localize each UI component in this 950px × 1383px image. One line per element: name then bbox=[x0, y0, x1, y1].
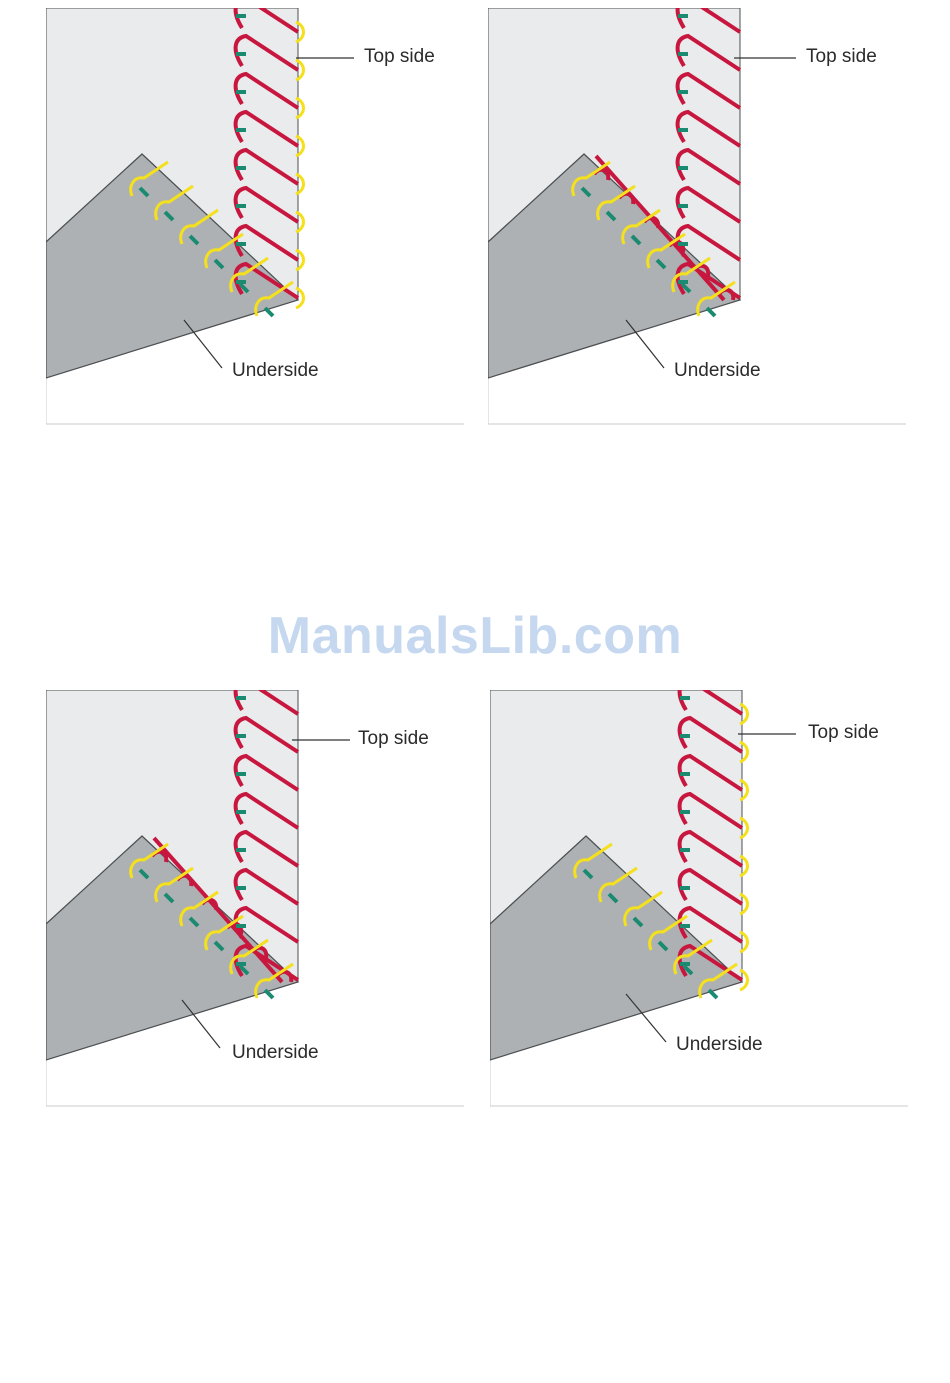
stitch-diagram-1: Top side Underside bbox=[46, 8, 464, 426]
top-side-label: Top side bbox=[806, 46, 877, 68]
top-side-label: Top side bbox=[358, 728, 429, 750]
stitch-diagram-3: Top side Underside bbox=[46, 690, 464, 1108]
watermark: ManualsLib.com bbox=[0, 606, 950, 666]
stitch-diagram-4: Top side Underside bbox=[490, 690, 908, 1108]
top-side-label: Top side bbox=[808, 722, 879, 744]
underside-label: Underside bbox=[232, 1042, 319, 1064]
underside-label: Underside bbox=[674, 360, 761, 382]
underside-label: Underside bbox=[676, 1034, 763, 1056]
top-side-label: Top side bbox=[364, 46, 435, 68]
underside-label: Underside bbox=[232, 360, 319, 382]
stitch-diagram-2: Top side Underside bbox=[488, 8, 906, 426]
